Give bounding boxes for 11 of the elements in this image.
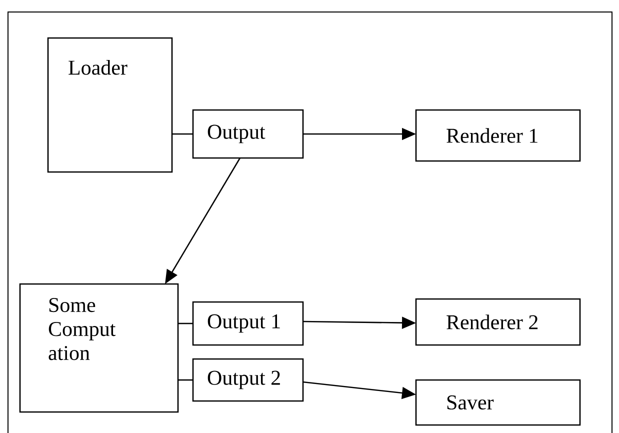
process-box: Saver	[415, 379, 581, 426]
connector-line	[172, 133, 193, 135]
process-box: Loader	[47, 37, 173, 173]
process-box: Output 2	[192, 358, 304, 402]
connector-line	[178, 322, 193, 324]
process-box: Some Comput ation	[19, 283, 179, 413]
process-box: Output 1	[192, 301, 304, 346]
connector-line	[178, 379, 193, 381]
process-box: Output	[192, 109, 304, 159]
process-box: Renderer 2	[415, 298, 581, 346]
process-box: Renderer 1	[415, 109, 581, 162]
